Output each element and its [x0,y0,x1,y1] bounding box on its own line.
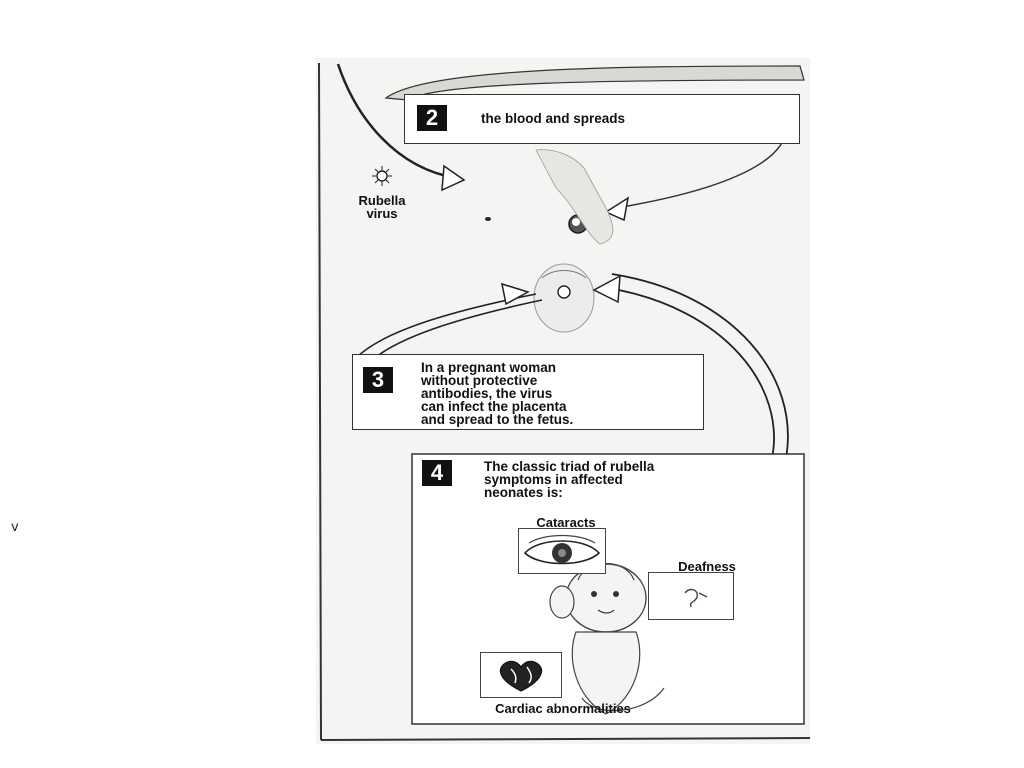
deafness-inset [648,572,734,620]
virus-icon [372,166,392,186]
eye-icon [523,534,601,565]
arrow-icon [607,287,775,459]
cardiac-inset [480,652,562,698]
step3-box: 3 In a pregnant woman without protective… [352,354,704,430]
arrow-icon [369,299,543,363]
rubella-diagram-panel: 2 the blood and spreads 3 In a pregnant … [316,58,810,744]
step4-text: The classic triad of rubella symptoms in… [484,459,655,500]
step4-number: 4 [422,460,452,486]
vessel-shading [535,149,614,245]
step2-text: the blood and spreads [481,111,626,126]
stray-mark: v [11,520,19,535]
placenta-illustration [533,263,595,333]
band-arrow-icon [384,65,805,101]
step2-number: 2 [417,105,447,131]
left-border-line [318,62,322,741]
diagram-artwork [318,62,810,741]
step2-box: 2 the blood and spreads [404,94,800,144]
ear-icon [684,588,708,608]
arrow-icon [355,293,537,359]
cardiac-label: Cardiac abnormalities [495,701,631,716]
arrow-icon [336,63,457,180]
virus-label: Rubella virus [358,193,406,221]
deafness-label: Deafness [678,559,736,574]
heart-icon [499,660,543,692]
arrow-head-icon [441,164,466,192]
cataracts-label: Cataracts [536,515,596,530]
arrow-head-icon [592,274,621,304]
cataracts-inset [518,528,606,574]
arrow-head-icon [604,196,630,222]
step3-number: 3 [363,367,393,393]
dot-mark [485,217,491,221]
arrow-head-icon [501,282,530,306]
arrow-icon [611,273,789,459]
step3-text: In a pregnant woman without protective a… [421,360,574,427]
bottom-border-line [320,737,810,741]
infant-illustration [549,562,665,715]
